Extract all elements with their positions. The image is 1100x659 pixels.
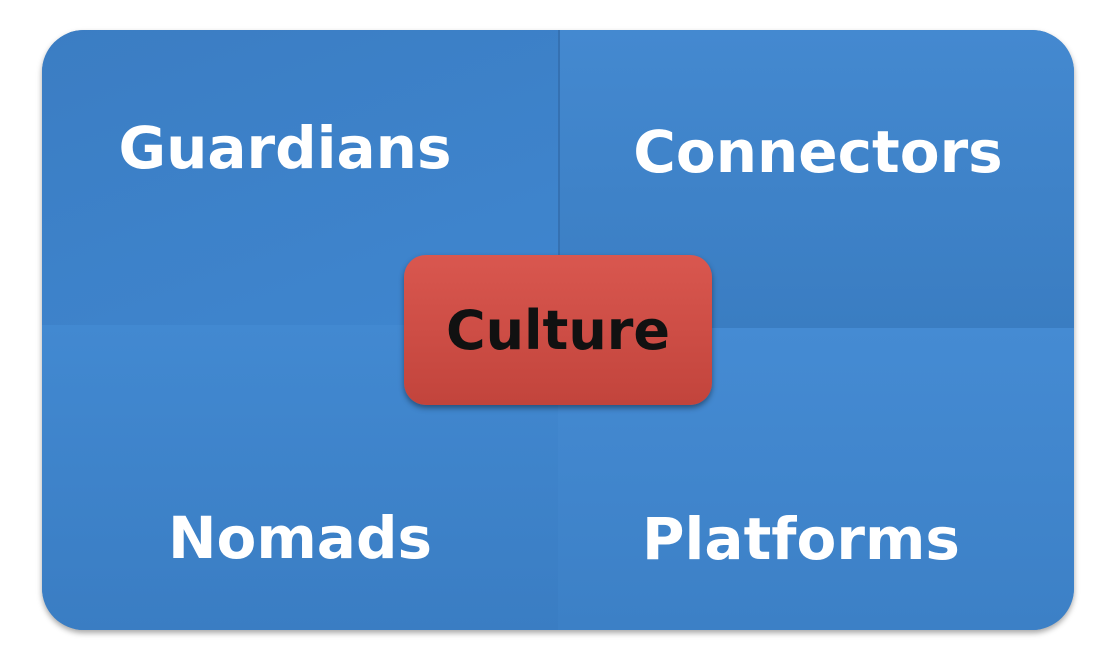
quadrant-label: Connectors (633, 117, 1003, 186)
quadrant-label: Nomads (167, 503, 432, 572)
quadrant-label: Guardians (118, 113, 452, 182)
quadrant-label: Platforms (642, 505, 960, 573)
center-label: Culture (445, 298, 671, 362)
center-culture-box: Culture (404, 255, 712, 405)
